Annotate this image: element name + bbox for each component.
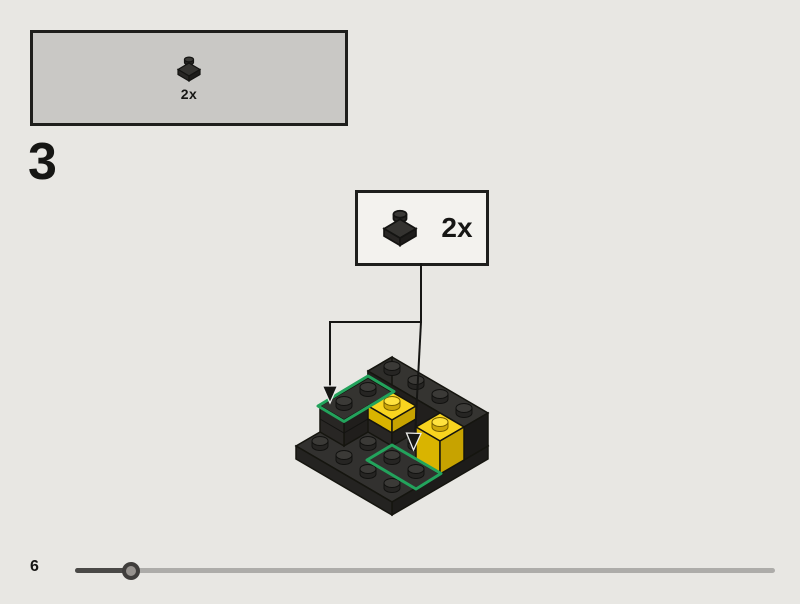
- lego-base-plate: [294, 389, 490, 517]
- base-studs: [311, 436, 425, 493]
- lego-yellow-brick: [414, 412, 466, 476]
- lego-plate-stack: [318, 377, 394, 448]
- step-number: 3: [28, 133, 57, 191]
- lego-yellow-plate: [366, 391, 418, 448]
- callout-connectors: [321, 263, 422, 452]
- black-1x1-plate-icon: [382, 209, 419, 247]
- slider-handle[interactable]: [122, 562, 140, 580]
- step-callout-quantity: 2x: [441, 212, 473, 243]
- lego-back-brick: [366, 355, 490, 462]
- black-1x1-plate-icon: [176, 56, 202, 83]
- placement-highlight-right: [365, 443, 443, 491]
- arrow-down-icon: [321, 385, 339, 405]
- parts-overview-quantity: 2x: [180, 86, 198, 102]
- assembly-model: [294, 355, 490, 517]
- parts-overview-box: 2x: [30, 30, 348, 126]
- slider-track[interactable]: [75, 568, 775, 573]
- slider-fill: [75, 568, 131, 573]
- progress-slider[interactable]: [75, 562, 775, 580]
- page-number: 6: [30, 558, 39, 575]
- step-parts-callout-box: 2x: [355, 190, 489, 266]
- arrow-down-icon: [405, 432, 422, 452]
- placement-highlight-left: [316, 374, 396, 423]
